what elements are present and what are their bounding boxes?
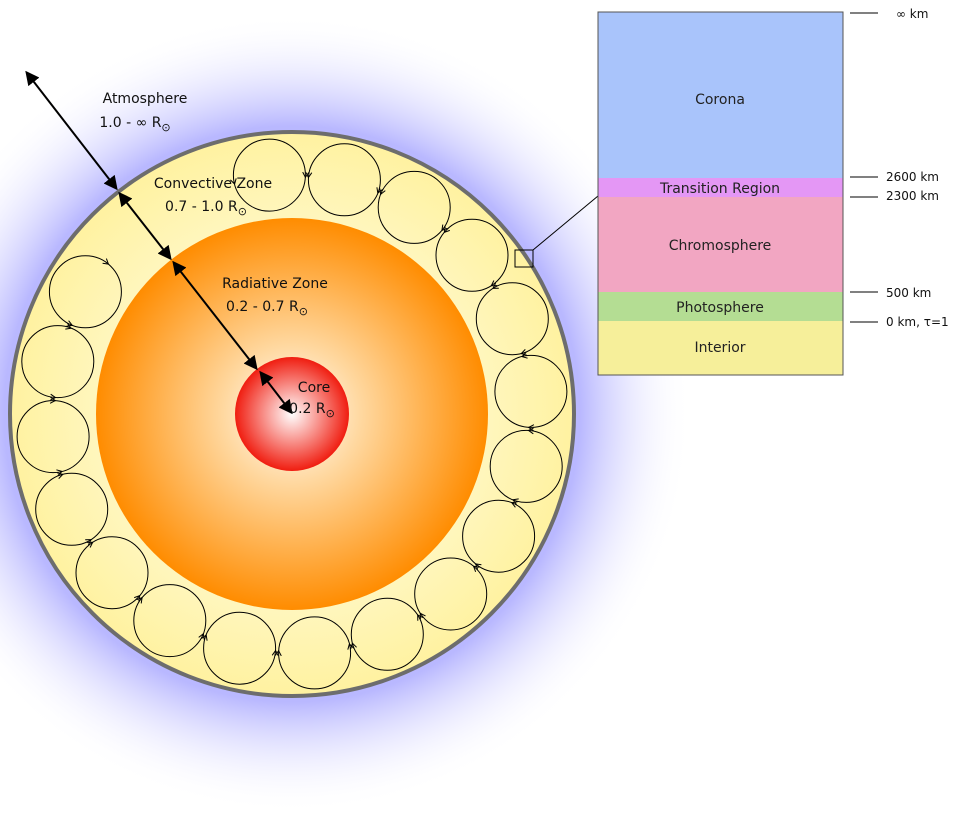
layer-label-interior: Interior: [694, 340, 745, 356]
height-scale: ∞ km 2600 km 2300 km 500 km 0 km, τ=1: [850, 7, 949, 329]
height-label-0: 0 km, τ=1: [886, 315, 949, 329]
height-label-500: 500 km: [886, 286, 931, 300]
convective-title: Convective Zone: [154, 176, 272, 192]
height-label-2300: 2300 km: [886, 189, 939, 203]
radiative-title: Radiative Zone: [222, 276, 328, 292]
sun-symbol: ⊙: [161, 121, 170, 134]
atmosphere-title: Atmosphere: [103, 91, 188, 107]
height-label-2600: 2600 km: [886, 170, 939, 184]
atmosphere-layer-column: Corona Transition Region Chromosphere Ph…: [598, 12, 843, 375]
core-title: Core: [298, 380, 330, 396]
sun-symbol: ⊙: [326, 407, 335, 420]
layer-label-transition-region: Transition Region: [659, 181, 780, 197]
layer-label-chromosphere: Chromosphere: [669, 238, 772, 254]
sun-symbol: ⊙: [299, 305, 308, 318]
height-label-infinity: ∞ km: [896, 7, 928, 21]
sun-symbol: ⊙: [238, 205, 247, 218]
layer-label-corona: Corona: [695, 92, 745, 108]
layer-label-photosphere: Photosphere: [676, 300, 764, 316]
